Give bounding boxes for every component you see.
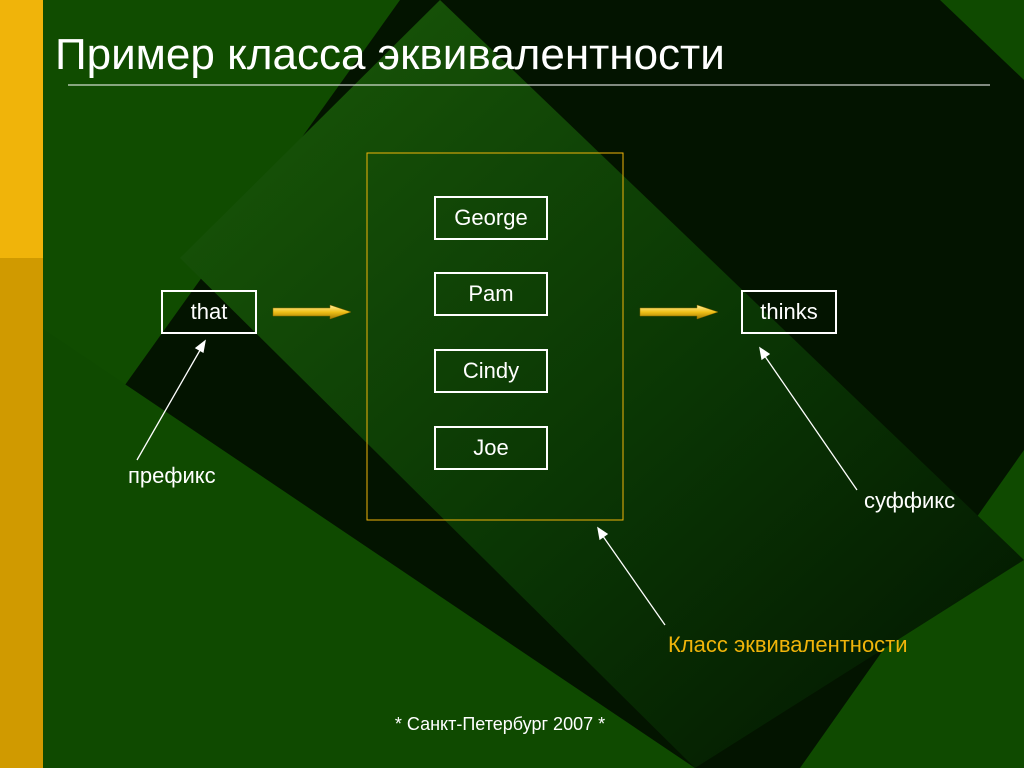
sidebar-bottom <box>0 258 43 768</box>
background-diamond <box>180 0 1024 768</box>
footer: * Санкт-Петербург 2007 * <box>394 714 606 734</box>
class-member-box: George <box>434 196 548 240</box>
suffix-pointer-line <box>761 351 858 491</box>
class-member-label: George <box>454 205 528 230</box>
prefix-pointer-line <box>136 344 204 461</box>
prefix-label: префикс <box>128 463 216 488</box>
class-container-border <box>366 152 624 521</box>
sidebar-top <box>0 0 43 258</box>
suffix-pointer-head <box>759 346 771 361</box>
class-member-label: Pam <box>468 281 514 306</box>
background-green-bottom-left <box>0 300 695 768</box>
prefix-word: that <box>190 299 228 324</box>
background-green-top-right <box>940 0 1024 80</box>
suffix-label: суффикс <box>864 488 956 513</box>
prefix-pointer-head <box>194 339 206 354</box>
class-member-box: Pam <box>434 272 548 316</box>
class-label: Класс эквивалентности <box>668 632 908 657</box>
class-member-box: Joe <box>434 426 548 470</box>
class-pointer-head <box>597 526 609 541</box>
class-member-label: Cindy <box>462 358 520 383</box>
class-member-box: Cindy <box>434 349 548 393</box>
arrow-right-left <box>272 304 352 320</box>
class-member-label: Joe <box>473 435 509 460</box>
prefix-word-box: that <box>161 290 257 334</box>
page-title: Пример класса эквивалентности <box>55 30 725 79</box>
class-pointer-line <box>599 531 666 626</box>
suffix-word: thinks <box>760 299 818 324</box>
suffix-word-box: thinks <box>741 290 837 334</box>
arrow-right-right <box>639 304 719 320</box>
